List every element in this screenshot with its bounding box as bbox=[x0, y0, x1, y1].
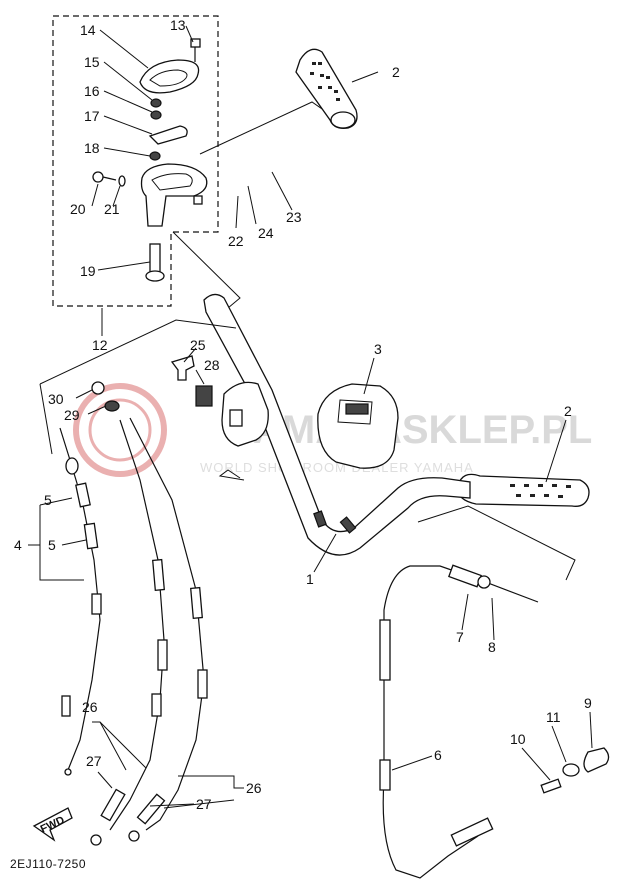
label-25: 25 bbox=[190, 337, 206, 353]
label-8: 8 bbox=[488, 639, 496, 655]
label-9: 9 bbox=[584, 695, 592, 711]
label-22: 22 bbox=[228, 233, 244, 249]
label-20: 20 bbox=[70, 201, 86, 217]
cable-adjusters bbox=[540, 747, 610, 794]
label-10: 10 bbox=[510, 731, 526, 747]
part-labels: 13 14 15 16 17 18 20 21 19 12 2 22 24 23… bbox=[10, 17, 592, 871]
label-3: 3 bbox=[374, 341, 382, 357]
assembly-12-outline bbox=[52, 15, 219, 307]
label-14: 14 bbox=[80, 22, 96, 38]
label-7: 7 bbox=[456, 629, 464, 645]
brake-lever-holder bbox=[170, 355, 269, 447]
label-12: 12 bbox=[92, 337, 108, 353]
label-13: 13 bbox=[170, 17, 186, 33]
label-29: 29 bbox=[64, 407, 80, 423]
label-24: 24 bbox=[258, 225, 274, 241]
label-1: 1 bbox=[306, 571, 314, 587]
label-27-left: 27 bbox=[86, 753, 102, 769]
label-6: 6 bbox=[434, 747, 442, 763]
throttle-housing-assembly bbox=[92, 38, 208, 282]
label-26-right: 26 bbox=[246, 780, 262, 796]
label-2-top: 2 bbox=[392, 64, 400, 80]
leader-lines bbox=[28, 25, 593, 809]
handlebar-switch bbox=[317, 383, 399, 469]
label-30: 30 bbox=[48, 391, 64, 407]
fwd-label: FWD bbox=[39, 814, 67, 835]
fwd-arrow: FWD bbox=[32, 807, 73, 842]
cable-clutch bbox=[379, 564, 539, 879]
label-11: 11 bbox=[546, 709, 561, 725]
label-5-bottom: 5 bbox=[48, 537, 56, 553]
label-27-right: 27 bbox=[196, 796, 212, 812]
cable-throttle bbox=[59, 427, 102, 776]
cable-brake-1 bbox=[90, 419, 168, 846]
label-21: 21 bbox=[104, 201, 120, 217]
label-16: 16 bbox=[84, 83, 100, 99]
banjo-fittings bbox=[91, 381, 120, 412]
label-15: 15 bbox=[84, 54, 100, 70]
diagram-code: 2EJ110-7250 bbox=[10, 857, 86, 871]
label-18: 18 bbox=[84, 140, 100, 156]
watermark-tagline: WORLD SHOWROOM DEALER YAMAHA bbox=[200, 460, 474, 475]
grip-left bbox=[295, 48, 358, 129]
label-2-right: 2 bbox=[564, 403, 572, 419]
label-23: 23 bbox=[286, 209, 302, 225]
grip-right bbox=[457, 473, 590, 507]
cable-brake-2 bbox=[128, 417, 208, 842]
label-26-left: 26 bbox=[82, 699, 98, 715]
watermark-logo bbox=[73, 383, 167, 477]
handlebar bbox=[203, 293, 471, 556]
label-5-top: 5 bbox=[44, 492, 52, 508]
label-19: 19 bbox=[80, 263, 96, 279]
label-17: 17 bbox=[84, 108, 100, 124]
label-4: 4 bbox=[14, 537, 22, 553]
label-28: 28 bbox=[204, 357, 220, 373]
